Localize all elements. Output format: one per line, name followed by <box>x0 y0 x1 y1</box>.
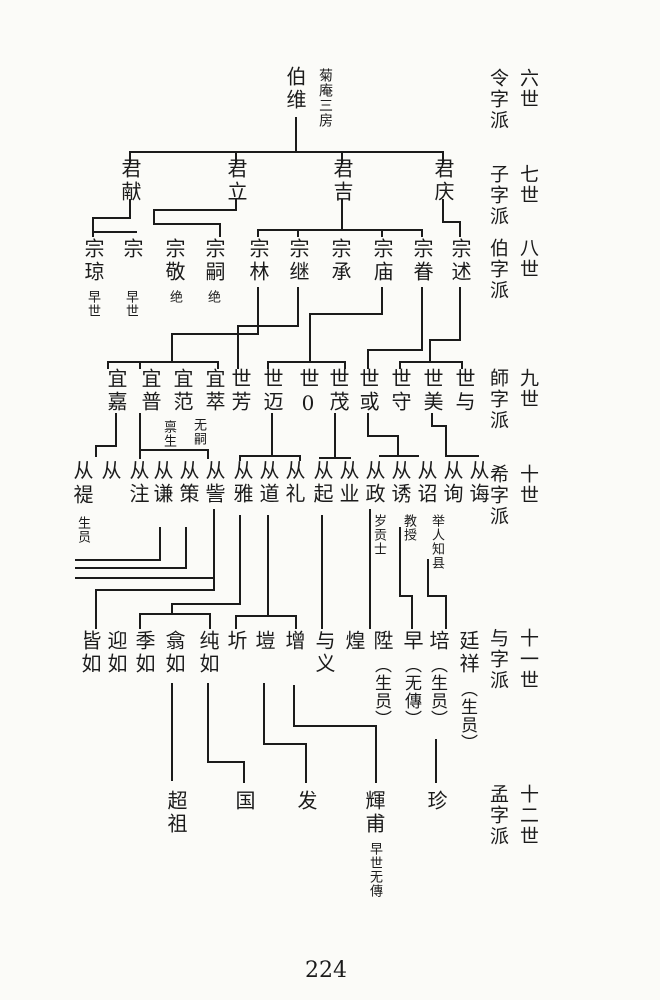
person-name: 世守 <box>388 368 412 414</box>
person-name: 圻 <box>224 630 248 653</box>
person-name: 从訾 <box>202 460 226 506</box>
generation-label: 六世 <box>517 68 539 110</box>
person-name: 輝甫 <box>362 790 386 836</box>
person-name: 从雅 <box>230 460 254 506</box>
person-name: 珍 <box>424 790 448 813</box>
person-name: 宗嗣 <box>202 238 226 284</box>
person-name: 皆如 <box>78 630 102 676</box>
person-name: 从道 <box>256 460 280 506</box>
generation-pai: 師字派 <box>487 368 509 431</box>
person-note: （无傳） <box>401 656 421 728</box>
person-name: 宜普 <box>138 368 162 414</box>
person-name: 从诏 <box>414 460 438 506</box>
person-name: 宗继 <box>286 238 310 284</box>
person-name: 从诲 <box>466 460 490 506</box>
person-name: 世美 <box>420 368 444 414</box>
person-name: 发 <box>294 790 318 813</box>
generation-label: 九世 <box>517 368 539 410</box>
person-name: 从起 <box>310 460 334 506</box>
generation-label: 十一世 <box>517 628 539 691</box>
generation-label: 十二世 <box>517 784 539 847</box>
person-note: 无嗣 <box>191 418 206 446</box>
person-name: 早 <box>400 630 424 653</box>
person-name: 从 <box>98 460 122 483</box>
person-name: 君庆 <box>431 158 455 204</box>
person-name: 培 <box>426 630 450 653</box>
person-name: 宜范 <box>170 368 194 414</box>
person-name: 超祖 <box>164 790 188 836</box>
generation-pai: 子字派 <box>487 164 509 227</box>
person-name: 君立 <box>224 158 248 204</box>
person-note: 生员 <box>75 516 90 544</box>
person-note: 早世无傳 <box>367 842 382 898</box>
person-name: 君吉 <box>330 158 354 204</box>
person-name: 世茂 <box>326 368 350 414</box>
generation-pai: 希字派 <box>487 464 509 527</box>
person-name: 宗琼 <box>81 238 105 284</box>
person-name: 从询 <box>440 460 464 506</box>
person-note: 岁贡士 <box>371 514 386 556</box>
person-name: 世芳 <box>228 368 252 414</box>
generation-pai: 与字派 <box>487 628 509 691</box>
person-name-extra: 禔 <box>70 484 94 507</box>
person-note: 举人知县 <box>429 514 444 570</box>
person-name: 世0 <box>296 368 320 418</box>
person-name: 煌 <box>342 630 366 653</box>
person-name: 宜萃 <box>202 368 226 414</box>
person-name: 从礼 <box>282 460 306 506</box>
person-name: 塏 <box>252 630 276 653</box>
person-name: 从注 <box>126 460 150 506</box>
person-name: 世或 <box>356 368 380 414</box>
person-name: 纯如 <box>196 630 220 676</box>
generation-label: 七世 <box>517 164 539 206</box>
person-name: 世与 <box>452 368 476 414</box>
person-name: 从策 <box>176 460 200 506</box>
person-name: 陞 <box>370 630 394 653</box>
root-person-note: 菊庵三房 <box>317 68 333 128</box>
generation-label: 十世 <box>517 464 539 506</box>
person-name: 季如 <box>132 630 156 676</box>
person-name: 翕如 <box>162 630 186 676</box>
generation-label: 八世 <box>517 238 539 280</box>
person-name: 宗林 <box>246 238 270 284</box>
person-name: 宗 <box>120 238 144 261</box>
person-name: 从诱 <box>388 460 412 506</box>
person-name: 宗敬 <box>162 238 186 284</box>
person-name: 增 <box>282 630 306 653</box>
person-name: 世迈 <box>260 368 284 414</box>
person-note: 早世 <box>85 290 100 318</box>
generation-pai: 孟字派 <box>487 784 509 847</box>
person-name: 迎如 <box>104 630 128 676</box>
person-name: 廷祥 <box>456 630 480 676</box>
person-note: 绝 <box>205 290 220 304</box>
person-note: 绝 <box>167 290 182 304</box>
person-name: 从业 <box>336 460 360 506</box>
person-note: 禀生 <box>161 420 176 448</box>
root-person-name: 伯维 <box>283 66 307 112</box>
person-name: 宗眷 <box>410 238 434 284</box>
person-note: （生员） <box>427 656 447 728</box>
person-name: 君献 <box>118 158 142 204</box>
person-note: 早世 <box>123 290 138 318</box>
person-name: 宗庙 <box>370 238 394 284</box>
generation-pai: 伯字派 <box>487 238 509 301</box>
person-note: （生员） <box>371 656 391 728</box>
person-name: 宗承 <box>328 238 352 284</box>
page-number: 224 <box>305 958 347 983</box>
person-name: 从政 <box>362 460 386 506</box>
person-name: 宗述 <box>448 238 472 284</box>
generation-pai: 令字派 <box>487 68 509 131</box>
person-note: 教授 <box>401 514 416 542</box>
person-name: 国 <box>232 790 256 813</box>
person-name: 宜嘉 <box>104 368 128 414</box>
person-name: 从谦 <box>150 460 174 506</box>
person-name: 与义 <box>312 630 336 676</box>
person-name: 从 <box>70 460 94 483</box>
person-note: （生员） <box>457 680 477 752</box>
